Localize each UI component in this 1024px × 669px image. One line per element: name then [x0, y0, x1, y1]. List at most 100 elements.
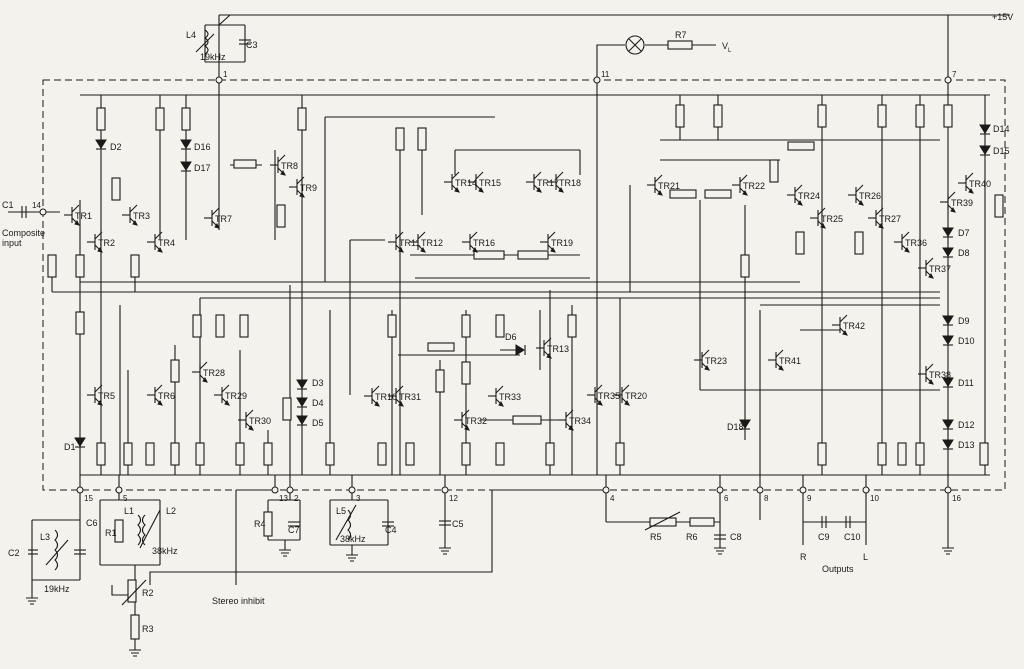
l3-freq: 19kHz: [44, 584, 70, 594]
composite-input-label-2: input: [2, 238, 22, 248]
ic-pin-label: 4: [610, 494, 615, 503]
transistor-label: TR21: [658, 181, 680, 191]
transistor-tr36: [894, 231, 910, 253]
diode-label-d1: D1: [64, 442, 76, 452]
transistor-label: TR35: [598, 391, 620, 401]
transistor-tr21: [647, 174, 663, 196]
transistor-label: TR38: [929, 370, 951, 380]
ic-pin-15: [76, 486, 84, 494]
transistor-label: TR40: [969, 179, 991, 189]
component-label-l5: L5: [336, 506, 346, 516]
transistor-tr7: [204, 207, 220, 229]
ic-pin-4: [602, 486, 610, 494]
transistor-tr19: [540, 231, 556, 253]
diode-label-d2: D2: [110, 142, 122, 152]
c1-label: C1: [2, 200, 14, 210]
transistor-label: TR31: [399, 392, 421, 402]
transistor-label: TR6: [158, 391, 175, 401]
ic-pin-label: 1: [223, 70, 228, 79]
transistor-label: TR26: [859, 191, 881, 201]
diode-symbols: [74, 124, 991, 450]
transistor-label: TR33: [499, 392, 521, 402]
transistor-tr4: [147, 231, 163, 253]
transistor-symbols: [64, 154, 974, 431]
transistor-label: TR17: [537, 178, 559, 188]
ic-pin-label: 11: [601, 70, 610, 79]
diode-label-d10: D10: [958, 336, 975, 346]
ground-symbols: [26, 547, 954, 657]
transistor-label: TR30: [249, 416, 271, 426]
diode-label-d13: D13: [958, 440, 975, 450]
ic-pin-label: 10: [870, 494, 879, 503]
transistor-tr35: [587, 384, 603, 406]
transistor-tr6: [147, 384, 163, 406]
transistor-label: TR10: [375, 392, 397, 402]
transistor-tr11: [388, 231, 404, 253]
diode-label-d18: D18: [727, 422, 744, 432]
ic-pin-1: [215, 76, 223, 84]
supply-label: +15V: [992, 12, 1013, 22]
transistor-tr5: [87, 384, 103, 406]
transistor-tr12: [410, 231, 426, 253]
indicator-lamp: [625, 35, 645, 55]
ic-pin-label: 8: [764, 494, 769, 503]
component-label-c10: C10: [844, 532, 861, 542]
diode-label-d7: D7: [958, 228, 970, 238]
component-label-c9: C9: [818, 532, 830, 542]
component-label-c2: C2: [8, 548, 20, 558]
ic-pin-16: [944, 486, 952, 494]
transistor-label: TR41: [779, 356, 801, 366]
diode-label-d8: D8: [958, 248, 970, 258]
transistor-tr27: [868, 207, 884, 229]
l5-freq: 38kHz: [340, 534, 366, 544]
transistor-tr34: [558, 409, 574, 431]
transistor-tr23: [694, 349, 710, 371]
transistor-tr1: [64, 204, 80, 226]
ic-pin-label: 2: [294, 494, 299, 503]
l2-freq: 38kHz: [152, 546, 178, 556]
transistor-tr17: [526, 171, 542, 193]
transistor-tr32: [454, 409, 470, 431]
component-label-r7: R7: [675, 30, 687, 40]
transistor-label: TR32: [465, 416, 487, 426]
transistor-tr37: [918, 257, 934, 279]
transistor-label: TR22: [743, 181, 765, 191]
transistor-tr9: [289, 176, 305, 198]
component-label-l3: L3: [40, 532, 50, 542]
component-label-c8: C8: [730, 532, 742, 542]
diode-label-d17: D17: [194, 163, 211, 173]
transistor-tr15: [468, 171, 484, 193]
resistor-bodies: [47, 40, 1004, 640]
transistor-tr8: [270, 154, 286, 176]
ic-pin-12: [441, 486, 449, 494]
transistor-label: TR37: [929, 264, 951, 274]
transistor-label: TR20: [625, 391, 647, 401]
l4-freq: 19kHz: [200, 52, 226, 62]
ic-pin-7: [944, 76, 952, 84]
ic-pin-8: [756, 486, 764, 494]
transistor-tr20: [614, 384, 630, 406]
ic-pin-label: 12: [449, 494, 458, 503]
transistor-label: TR12: [421, 238, 443, 248]
diode-label-d3: D3: [312, 378, 324, 388]
ic-pin-label: 5: [123, 494, 128, 503]
transistor-label: TR7: [215, 214, 232, 224]
transistor-label: TR24: [798, 191, 820, 201]
transistor-label: TR2: [98, 238, 115, 248]
ic-pin-label: 6: [724, 494, 729, 503]
transistor-label: TR25: [821, 214, 843, 224]
diode-label-d5: D5: [312, 418, 324, 428]
component-label-r1: R1: [105, 528, 117, 538]
transistor-label: TR27: [879, 214, 901, 224]
component-label-l2: L2: [166, 506, 176, 516]
transistor-tr26: [848, 184, 864, 206]
component-label-r3: R3: [142, 624, 154, 634]
transistor-tr24: [787, 184, 803, 206]
transistor-tr30: [238, 409, 254, 431]
ic-pin-13: [271, 486, 279, 494]
transistor-label: TR36: [905, 238, 927, 248]
component-label-l1: L1: [124, 506, 134, 516]
transistor-tr16: [462, 231, 478, 253]
transistor-tr39: [940, 191, 956, 213]
